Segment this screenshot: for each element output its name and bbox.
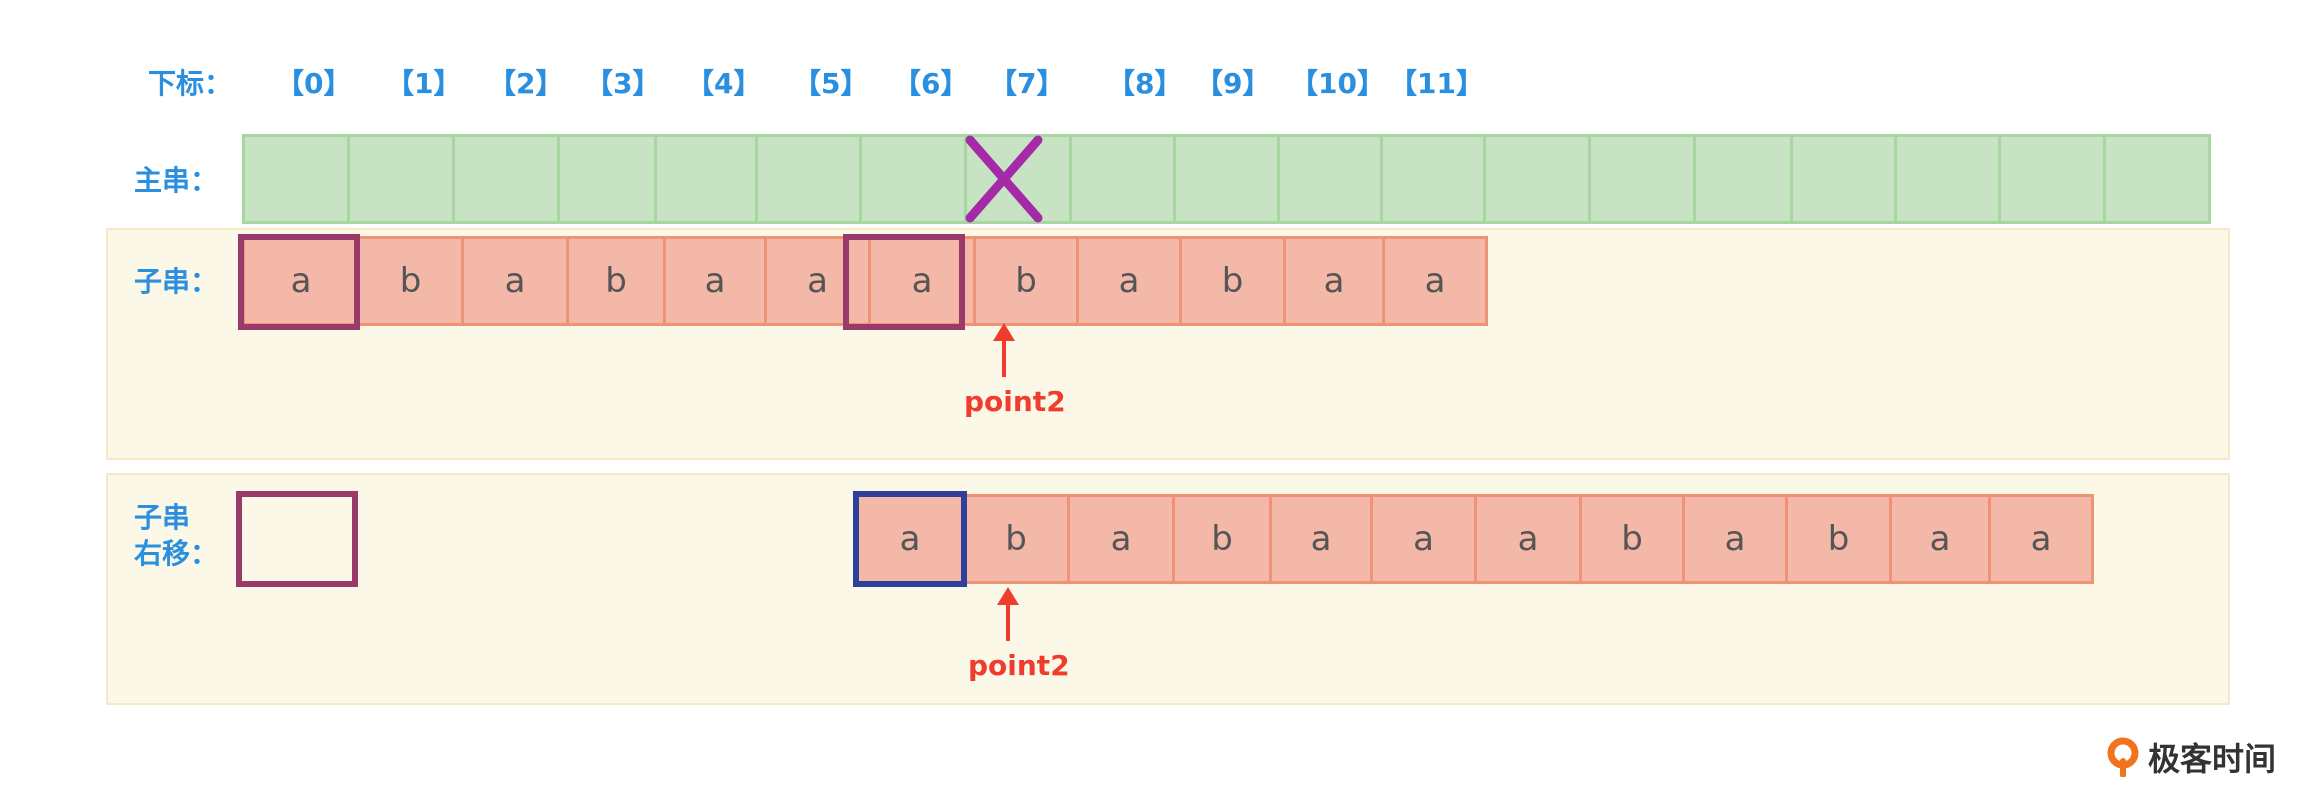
shifted-substring-cell: a xyxy=(1474,494,1582,584)
main-string-cell xyxy=(1173,134,1280,224)
index-tick: 【5】 xyxy=(793,67,869,100)
shifted-label-line2: 右移： xyxy=(134,537,219,570)
index-tick: 【7】 xyxy=(989,67,1065,100)
pointer-label: point2 xyxy=(964,385,1066,418)
index-tick: 【3】 xyxy=(585,67,661,100)
main-string-cell xyxy=(347,134,455,224)
index-tick: 【0】 xyxy=(276,67,352,100)
logo-text: 极客时间 xyxy=(2148,740,2277,778)
substring-cell: a xyxy=(663,236,767,326)
mismatch-x-icon xyxy=(965,135,1043,223)
empty-slot-box xyxy=(236,491,358,587)
index-tick: 【9】 xyxy=(1195,67,1271,100)
shifted-label-line1: 子串 xyxy=(134,501,191,534)
index-tick: 【6】 xyxy=(893,67,969,100)
pointer-arrow-icon xyxy=(993,323,1015,377)
shifted-substring-cell: a xyxy=(1067,494,1175,584)
suffix-highlight-box xyxy=(843,234,965,330)
index-tick: 【1】 xyxy=(386,67,462,100)
shifted-substring-cell: b xyxy=(1785,494,1892,584)
shifted-pointer-label: point2 xyxy=(968,649,1070,682)
main-string-cell xyxy=(654,134,758,224)
substring-cell: a xyxy=(1076,236,1182,326)
main-string-cell xyxy=(1069,134,1176,224)
substring-cell: b xyxy=(566,236,666,326)
main-string-cell xyxy=(1588,134,1696,224)
main-string-cell xyxy=(1483,134,1591,224)
shifted-substring-cell: a xyxy=(1269,494,1373,584)
substring-cell: b xyxy=(1179,236,1286,326)
main-string-row xyxy=(242,134,2211,224)
index-tick: 【8】 xyxy=(1107,67,1183,100)
main-label: 主串： xyxy=(134,164,219,197)
substring-cell: a xyxy=(1382,236,1488,326)
geektime-logo-icon xyxy=(2107,737,2139,777)
shifted-substring-cell: a xyxy=(1889,494,1991,584)
shifted-substring-cell: b xyxy=(962,494,1070,584)
main-string-cell xyxy=(1790,134,1897,224)
main-string-cell xyxy=(1894,134,2001,224)
index-tick: 【10】 xyxy=(1290,67,1385,100)
shifted-substring-cell: a xyxy=(855,494,965,584)
main-string-cell xyxy=(755,134,862,224)
main-string-cell xyxy=(859,134,967,224)
shifted-substring-cell: b xyxy=(1172,494,1272,584)
geektime-logo: 极客时间 xyxy=(2104,734,2276,780)
shifted-substring-cell: a xyxy=(1370,494,1477,584)
substring-cell: a xyxy=(1283,236,1385,326)
substring-cell: a xyxy=(461,236,569,326)
index-label: 下标： xyxy=(148,67,233,100)
main-string-cell xyxy=(1380,134,1486,224)
index-tick: 【11】 xyxy=(1389,67,1484,100)
substring-cell: a xyxy=(764,236,871,326)
main-string-cell xyxy=(452,134,560,224)
shifted-pointer-arrow-icon xyxy=(997,587,1019,641)
shifted-substring-cell: a xyxy=(1988,494,2094,584)
shifted-substring-cell: b xyxy=(1579,494,1685,584)
main-string-cell xyxy=(557,134,657,224)
substring-cell: b xyxy=(357,236,464,326)
main-string-cell xyxy=(1277,134,1383,224)
substring-cell: b xyxy=(973,236,1079,326)
main-string-cell xyxy=(1693,134,1793,224)
index-tick: 【4】 xyxy=(686,67,762,100)
prefix-highlight-box xyxy=(238,234,360,330)
main-string-cell xyxy=(242,134,350,224)
shifted-first-highlight-box xyxy=(853,491,967,587)
main-string-cell xyxy=(2103,134,2211,224)
substring-label: 子串： xyxy=(134,265,219,298)
index-tick: 【2】 xyxy=(488,67,564,100)
main-string-cell xyxy=(1998,134,2106,224)
shifted-substring-cell: a xyxy=(1682,494,1788,584)
substring-cell: a xyxy=(868,236,976,326)
